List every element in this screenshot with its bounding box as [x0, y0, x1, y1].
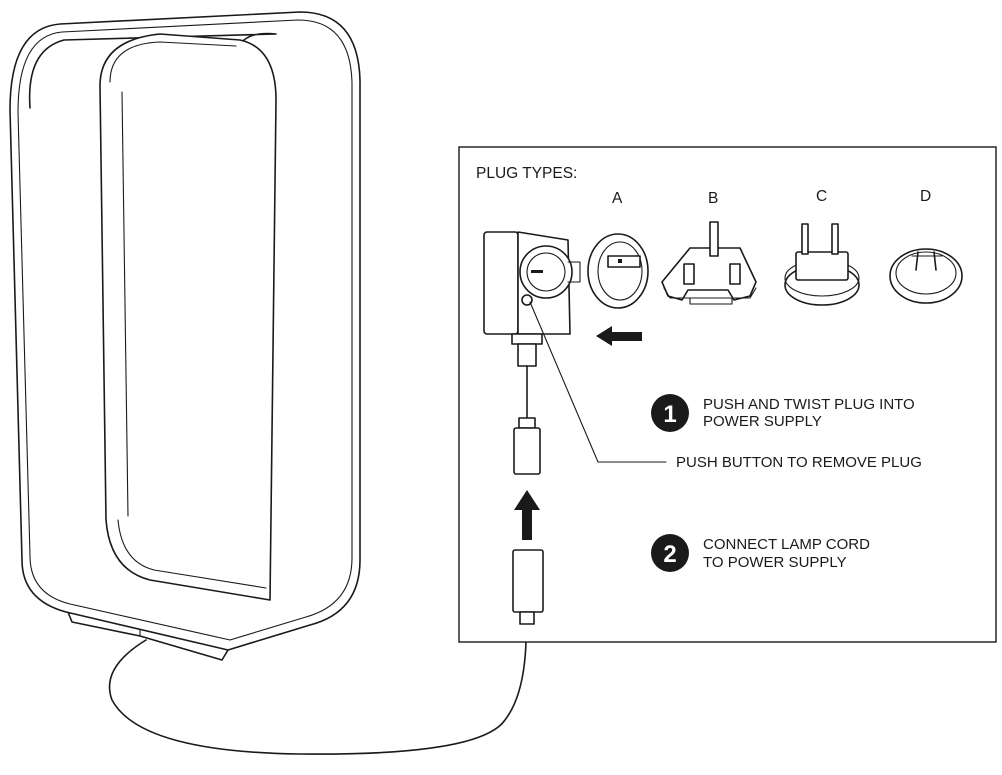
- connect-cord-arrow-icon: [514, 490, 540, 540]
- step-2-number: 2: [663, 541, 676, 568]
- step-1: 1 PUSH AND TWIST PLUG INTO POWER SUPPLY: [651, 394, 915, 432]
- lamp: [9, 11, 361, 661]
- step-2: 2 CONNECT LAMP CORD TO POWER SUPPLY: [651, 534, 870, 572]
- plug-label-d: D: [920, 188, 931, 205]
- remove-plug-callout: PUSH BUTTON TO REMOVE PLUG: [676, 454, 922, 471]
- plug-label-a: A: [612, 190, 623, 207]
- plug-a-icon: [587, 233, 649, 309]
- step-2-line-2: TO POWER SUPPLY: [703, 554, 847, 571]
- plug-c-icon: [784, 223, 860, 306]
- step-1-line-1: PUSH AND TWIST PLUG INTO: [703, 396, 915, 413]
- power-supply-icon: [483, 231, 581, 475]
- remove-button-leader-line: [529, 301, 667, 463]
- cord-connector-icon: [512, 549, 544, 625]
- plug-label-b: B: [708, 190, 718, 207]
- plug-d-icon: [889, 248, 963, 304]
- plug-types-heading: PLUG TYPES:: [476, 165, 577, 182]
- step-1-number: 1: [663, 401, 676, 428]
- instruction-panel: [458, 146, 997, 643]
- lamp-cord: [108, 619, 527, 755]
- insert-plug-arrow-icon: [596, 326, 642, 346]
- plug-b-icon: [661, 221, 757, 305]
- step-1-line-2: POWER SUPPLY: [703, 413, 822, 430]
- step-2-line-1: CONNECT LAMP CORD: [703, 536, 870, 553]
- plug-label-c: C: [816, 188, 827, 205]
